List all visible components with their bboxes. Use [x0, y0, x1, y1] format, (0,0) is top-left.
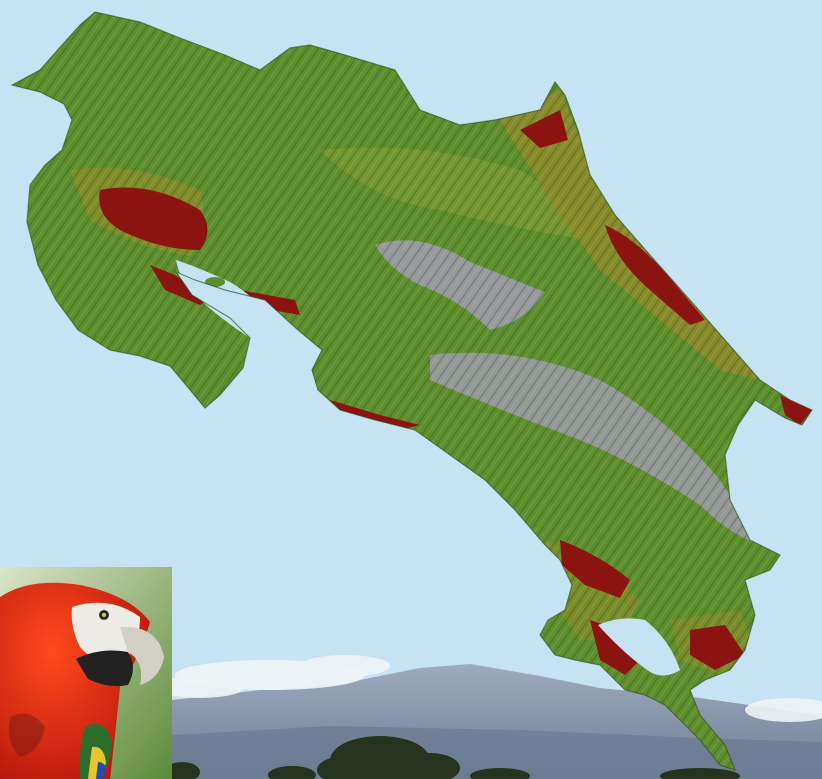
cloud — [745, 698, 822, 722]
cloud — [300, 655, 390, 677]
cloud — [155, 676, 245, 698]
scarlet-macaw-photo — [0, 567, 172, 779]
golfo-dulce — [598, 618, 680, 676]
wetland-zones — [99, 110, 812, 675]
macaw-face-patch — [71, 602, 140, 663]
foreground-trees — [164, 736, 740, 779]
macaw-beak-lower — [76, 650, 133, 687]
nicoya-island — [205, 277, 225, 287]
macaw-beak-upper — [120, 626, 164, 685]
